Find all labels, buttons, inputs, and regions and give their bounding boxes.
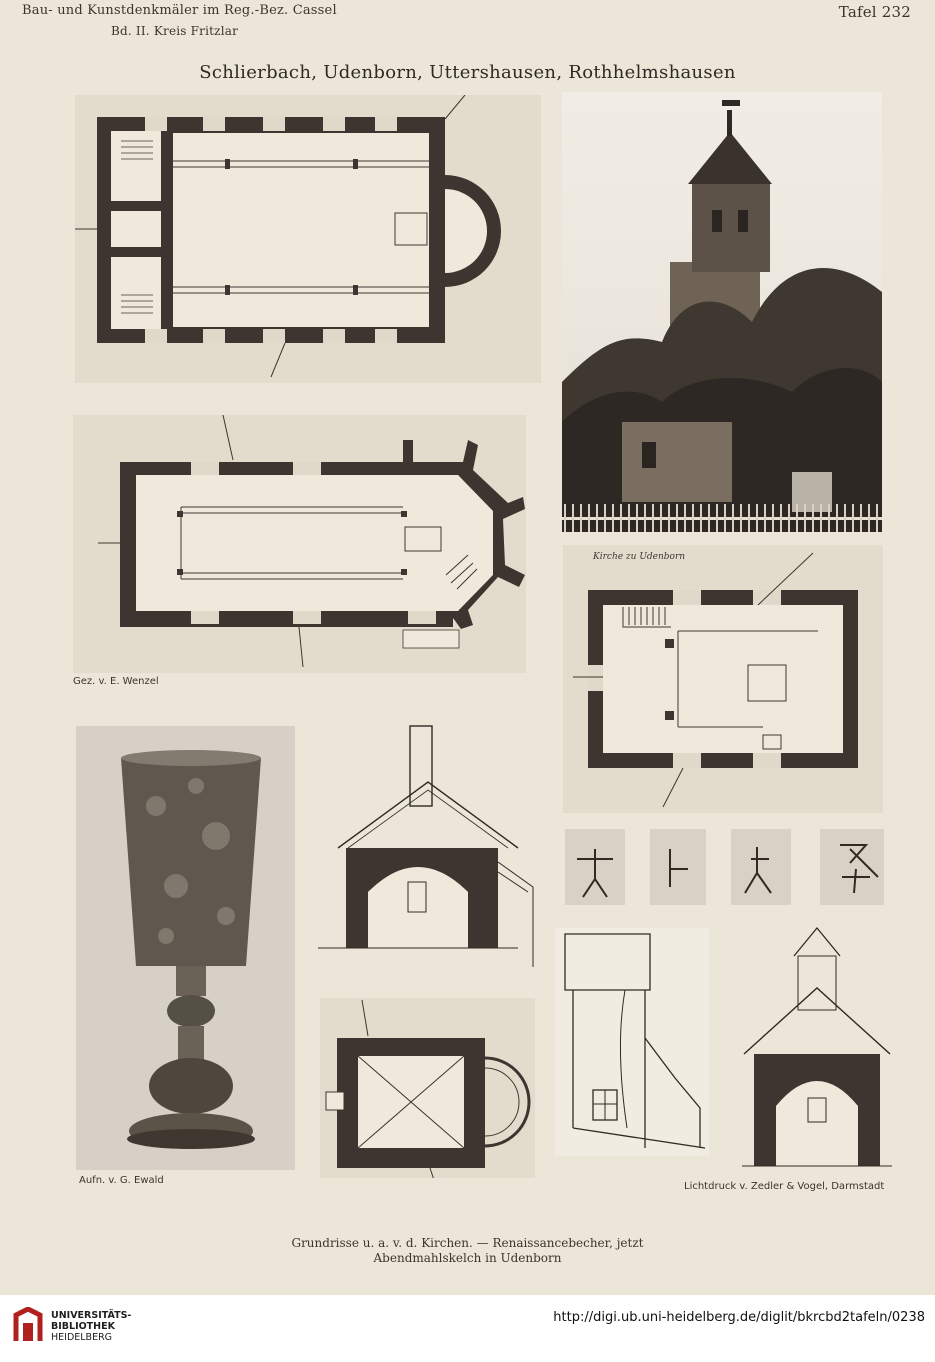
floor-plan-schlierbach [75, 95, 541, 383]
library-name-line1: UNIVERSITÄTS- [51, 1310, 132, 1321]
library-logo-icon[interactable] [10, 1307, 46, 1347]
plan-label: Kirche zu Udenborn [592, 552, 685, 562]
caption-bottom-line2: Abendmahlskelch in Udenborn [373, 1251, 562, 1265]
caption-photo-by: Aufn. v. G. Ewald [79, 1175, 164, 1186]
caption-bottom-line1: Grundrisse u. a. v. d. Kirchen. — Renais… [291, 1236, 644, 1250]
tower-sketch [555, 928, 709, 1156]
mason-mark-3 [731, 829, 791, 905]
library-name-line2: BIBLIOTHEK [51, 1321, 115, 1332]
floor-plan-church-2 [73, 415, 526, 673]
church-section-drawing [318, 722, 538, 972]
header-volume: Bd. II. Kreis Fritzlar [111, 24, 239, 38]
header-series-title: Bau- und Kunstdenkmäler im Reg.-Bez. Cas… [22, 3, 337, 18]
digital-library-url[interactable]: http://digi.ub.uni-heidelberg.de/diglit/… [553, 1310, 925, 1325]
header-plate-number: Tafel 232 [838, 3, 911, 21]
church-photograph [562, 92, 882, 532]
mason-mark-2 [650, 829, 706, 905]
caption-printer: Lichtdruck v. Zedler & Vogel, Darmstadt [684, 1181, 885, 1192]
floor-plan-small-church [320, 998, 535, 1178]
church-front-elevation [742, 926, 892, 1172]
mason-mark-4 [820, 829, 884, 905]
floor-plan-udenborn: Kirche zu Udenborn [563, 545, 883, 813]
library-footer: UNIVERSITÄTS- BIBLIOTHEK HEIDELBERG [0, 1295, 935, 1362]
mason-mark-1 [565, 829, 625, 905]
plate-page: Bau- und Kunstdenkmäler im Reg.-Bez. Cas… [22, 3, 911, 1265]
caption-drawn-by: Gez. v. E. Wenzel [73, 676, 159, 687]
library-name-line3: HEIDELBERG [51, 1332, 113, 1343]
chalice-photograph [76, 726, 295, 1170]
page-title: Schlierbach, Udenborn, Uttershausen, Rot… [199, 62, 736, 83]
